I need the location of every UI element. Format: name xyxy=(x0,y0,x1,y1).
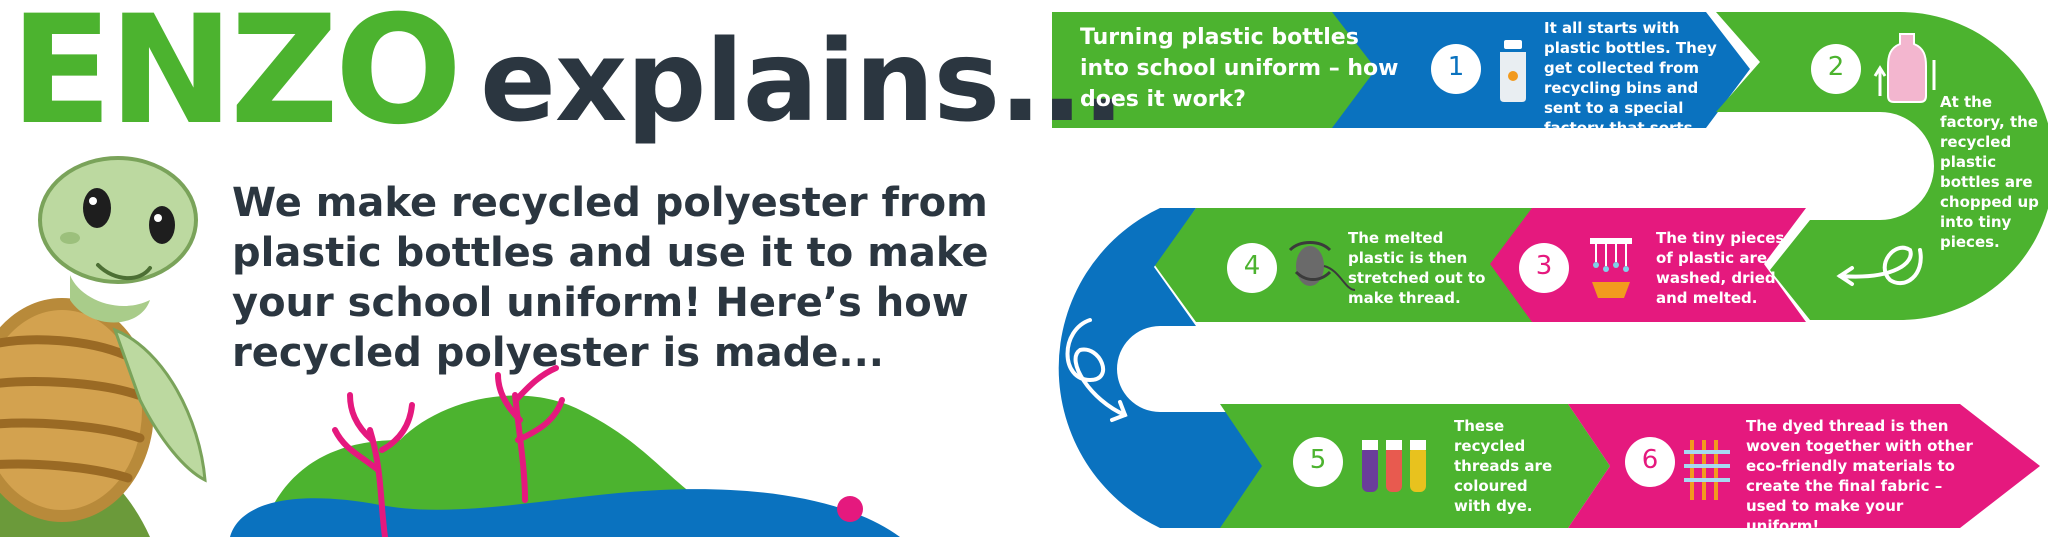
step-5-number: 5 xyxy=(1309,445,1327,475)
swirl-arrow-right-icon xyxy=(1838,245,1923,286)
step-6-number: 6 xyxy=(1641,445,1659,475)
thread-spool-icon xyxy=(1288,241,1356,291)
woven-fabric-icon xyxy=(1684,440,1730,500)
water-pool xyxy=(230,489,900,537)
step-1-text: It all starts with plastic bottles. They… xyxy=(1544,19,1717,157)
recycled-bottle-icon xyxy=(1873,33,1936,103)
intro-text: We make recycled polyester from plastic … xyxy=(232,180,989,376)
dye-tubes-icon xyxy=(1362,440,1426,492)
title-banner xyxy=(1052,12,1412,128)
step-4-text: The melted plastic is then stretched out… xyxy=(1348,229,1486,307)
step-2-banner xyxy=(1716,12,2048,320)
step-1-banner xyxy=(1332,12,1750,128)
turtle-mascot xyxy=(0,156,207,537)
brand-title: ENZO xyxy=(10,0,462,158)
seaweed-right xyxy=(495,365,565,503)
step-3-text: The tiny pieces of plastic are washed, d… xyxy=(1656,229,1785,307)
bottle-icon xyxy=(1500,40,1526,102)
step-5-text: These recycled threads are coloured with… xyxy=(1454,417,1553,515)
swirl-arrow-left-icon xyxy=(1065,318,1127,417)
washing-machine-icon xyxy=(1590,238,1632,298)
step-3-number: 3 xyxy=(1535,251,1553,281)
step-2-number: 2 xyxy=(1827,52,1845,82)
swirl-arrow-right-head-icon xyxy=(1836,266,1854,286)
step-6-text: The dyed thread is then woven together w… xyxy=(1746,417,1973,535)
seaweed-left xyxy=(332,392,415,537)
step-1-number: 1 xyxy=(1447,52,1465,82)
step-6-banner xyxy=(1568,404,2040,528)
step-2-text: At the factory, the recycled plastic bot… xyxy=(1940,93,2039,251)
swirl-arrow-left-head-icon xyxy=(1110,400,1128,422)
step-4-number: 4 xyxy=(1243,251,1261,281)
pink-bubble xyxy=(837,496,863,522)
step-4-banner xyxy=(1154,208,1532,322)
process-title: Turning plastic bottles into school unif… xyxy=(1080,25,1399,112)
left-turn-banner xyxy=(1058,208,1278,528)
step-number-circles xyxy=(1227,44,1861,487)
title-suffix: explains... xyxy=(480,17,1125,147)
